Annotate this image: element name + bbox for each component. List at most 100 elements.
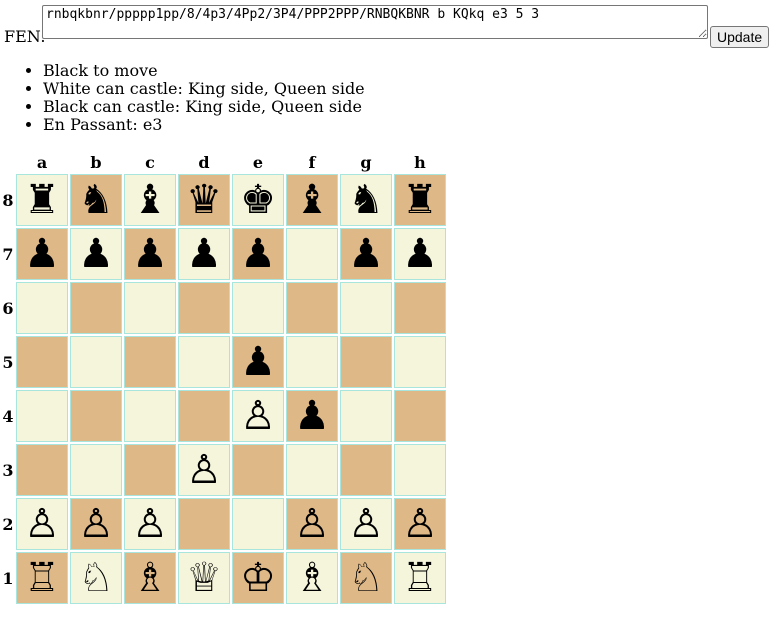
square-d8[interactable]: ♛: [178, 174, 230, 226]
square-h4[interactable]: [394, 390, 446, 442]
square-f4[interactable]: ♟: [286, 390, 338, 442]
update-button[interactable]: Update: [710, 26, 770, 48]
black-pawn-icon[interactable]: ♟: [240, 339, 276, 385]
square-e7[interactable]: ♟: [232, 228, 284, 280]
white-bishop-icon[interactable]: ♗: [294, 555, 330, 601]
square-g4[interactable]: [340, 390, 392, 442]
square-h1[interactable]: ♖: [394, 552, 446, 604]
square-a6[interactable]: [16, 282, 68, 334]
square-d7[interactable]: ♟: [178, 228, 230, 280]
square-e3[interactable]: [232, 444, 284, 496]
square-d1[interactable]: ♕: [178, 552, 230, 604]
square-b4[interactable]: [70, 390, 122, 442]
square-c1[interactable]: ♗: [124, 552, 176, 604]
square-a4[interactable]: [16, 390, 68, 442]
white-rook-icon[interactable]: ♖: [24, 555, 60, 601]
square-d5[interactable]: [178, 336, 230, 388]
black-pawn-icon[interactable]: ♟: [294, 393, 330, 439]
square-f7[interactable]: [286, 228, 338, 280]
black-queen-icon[interactable]: ♛: [186, 177, 222, 223]
square-g5[interactable]: [340, 336, 392, 388]
black-pawn-icon[interactable]: ♟: [240, 231, 276, 277]
square-c8[interactable]: ♝: [124, 174, 176, 226]
white-queen-icon[interactable]: ♕: [186, 555, 222, 601]
square-f8[interactable]: ♝: [286, 174, 338, 226]
black-pawn-icon[interactable]: ♟: [186, 231, 222, 277]
square-e8[interactable]: ♚: [232, 174, 284, 226]
square-c5[interactable]: [124, 336, 176, 388]
black-king-icon[interactable]: ♚: [240, 177, 276, 223]
white-pawn-icon[interactable]: ♙: [186, 447, 222, 493]
square-h5[interactable]: [394, 336, 446, 388]
square-f2[interactable]: ♙: [286, 498, 338, 550]
black-pawn-icon[interactable]: ♟: [132, 231, 168, 277]
black-pawn-icon[interactable]: ♟: [348, 231, 384, 277]
square-c2[interactable]: ♙: [124, 498, 176, 550]
square-e2[interactable]: [232, 498, 284, 550]
square-a8[interactable]: ♜: [16, 174, 68, 226]
square-e4[interactable]: ♙: [232, 390, 284, 442]
black-pawn-icon[interactable]: ♟: [402, 231, 438, 277]
square-h3[interactable]: [394, 444, 446, 496]
square-b8[interactable]: ♞: [70, 174, 122, 226]
white-king-icon[interactable]: ♔: [240, 555, 276, 601]
square-b7[interactable]: ♟: [70, 228, 122, 280]
black-rook-icon[interactable]: ♜: [24, 177, 60, 223]
white-knight-icon[interactable]: ♘: [78, 555, 114, 601]
black-rook-icon[interactable]: ♜: [402, 177, 438, 223]
square-f1[interactable]: ♗: [286, 552, 338, 604]
square-d2[interactable]: [178, 498, 230, 550]
square-g3[interactable]: [340, 444, 392, 496]
square-h8[interactable]: ♜: [394, 174, 446, 226]
square-a5[interactable]: [16, 336, 68, 388]
square-d3[interactable]: ♙: [178, 444, 230, 496]
board-rank-row: 8♜♞♝♛♚♝♞♜: [2, 174, 446, 226]
white-bishop-icon[interactable]: ♗: [132, 555, 168, 601]
square-a7[interactable]: ♟: [16, 228, 68, 280]
black-pawn-icon[interactable]: ♟: [24, 231, 60, 277]
fen-input[interactable]: [42, 5, 708, 39]
square-e5[interactable]: ♟: [232, 336, 284, 388]
white-pawn-icon[interactable]: ♙: [348, 501, 384, 547]
square-g2[interactable]: ♙: [340, 498, 392, 550]
square-a2[interactable]: ♙: [16, 498, 68, 550]
square-f3[interactable]: [286, 444, 338, 496]
square-b1[interactable]: ♘: [70, 552, 122, 604]
square-c3[interactable]: [124, 444, 176, 496]
square-e1[interactable]: ♔: [232, 552, 284, 604]
white-pawn-icon[interactable]: ♙: [24, 501, 60, 547]
square-h7[interactable]: ♟: [394, 228, 446, 280]
square-c6[interactable]: [124, 282, 176, 334]
square-c7[interactable]: ♟: [124, 228, 176, 280]
square-a3[interactable]: [16, 444, 68, 496]
white-rook-icon[interactable]: ♖: [402, 555, 438, 601]
square-f6[interactable]: [286, 282, 338, 334]
white-pawn-icon[interactable]: ♙: [294, 501, 330, 547]
square-d6[interactable]: [178, 282, 230, 334]
black-knight-icon[interactable]: ♞: [78, 177, 114, 223]
square-e6[interactable]: [232, 282, 284, 334]
square-h6[interactable]: [394, 282, 446, 334]
square-b5[interactable]: [70, 336, 122, 388]
square-b6[interactable]: [70, 282, 122, 334]
square-b2[interactable]: ♙: [70, 498, 122, 550]
square-g7[interactable]: ♟: [340, 228, 392, 280]
square-a1[interactable]: ♖: [16, 552, 68, 604]
white-pawn-icon[interactable]: ♙: [78, 501, 114, 547]
white-pawn-icon[interactable]: ♙: [240, 393, 276, 439]
square-d4[interactable]: [178, 390, 230, 442]
square-f5[interactable]: [286, 336, 338, 388]
square-c4[interactable]: [124, 390, 176, 442]
white-pawn-icon[interactable]: ♙: [402, 501, 438, 547]
square-h2[interactable]: ♙: [394, 498, 446, 550]
black-bishop-icon[interactable]: ♝: [294, 177, 330, 223]
white-knight-icon[interactable]: ♘: [348, 555, 384, 601]
white-pawn-icon[interactable]: ♙: [132, 501, 168, 547]
square-g8[interactable]: ♞: [340, 174, 392, 226]
square-g1[interactable]: ♘: [340, 552, 392, 604]
square-b3[interactable]: [70, 444, 122, 496]
black-pawn-icon[interactable]: ♟: [78, 231, 114, 277]
square-g6[interactable]: [340, 282, 392, 334]
black-knight-icon[interactable]: ♞: [348, 177, 384, 223]
black-bishop-icon[interactable]: ♝: [132, 177, 168, 223]
